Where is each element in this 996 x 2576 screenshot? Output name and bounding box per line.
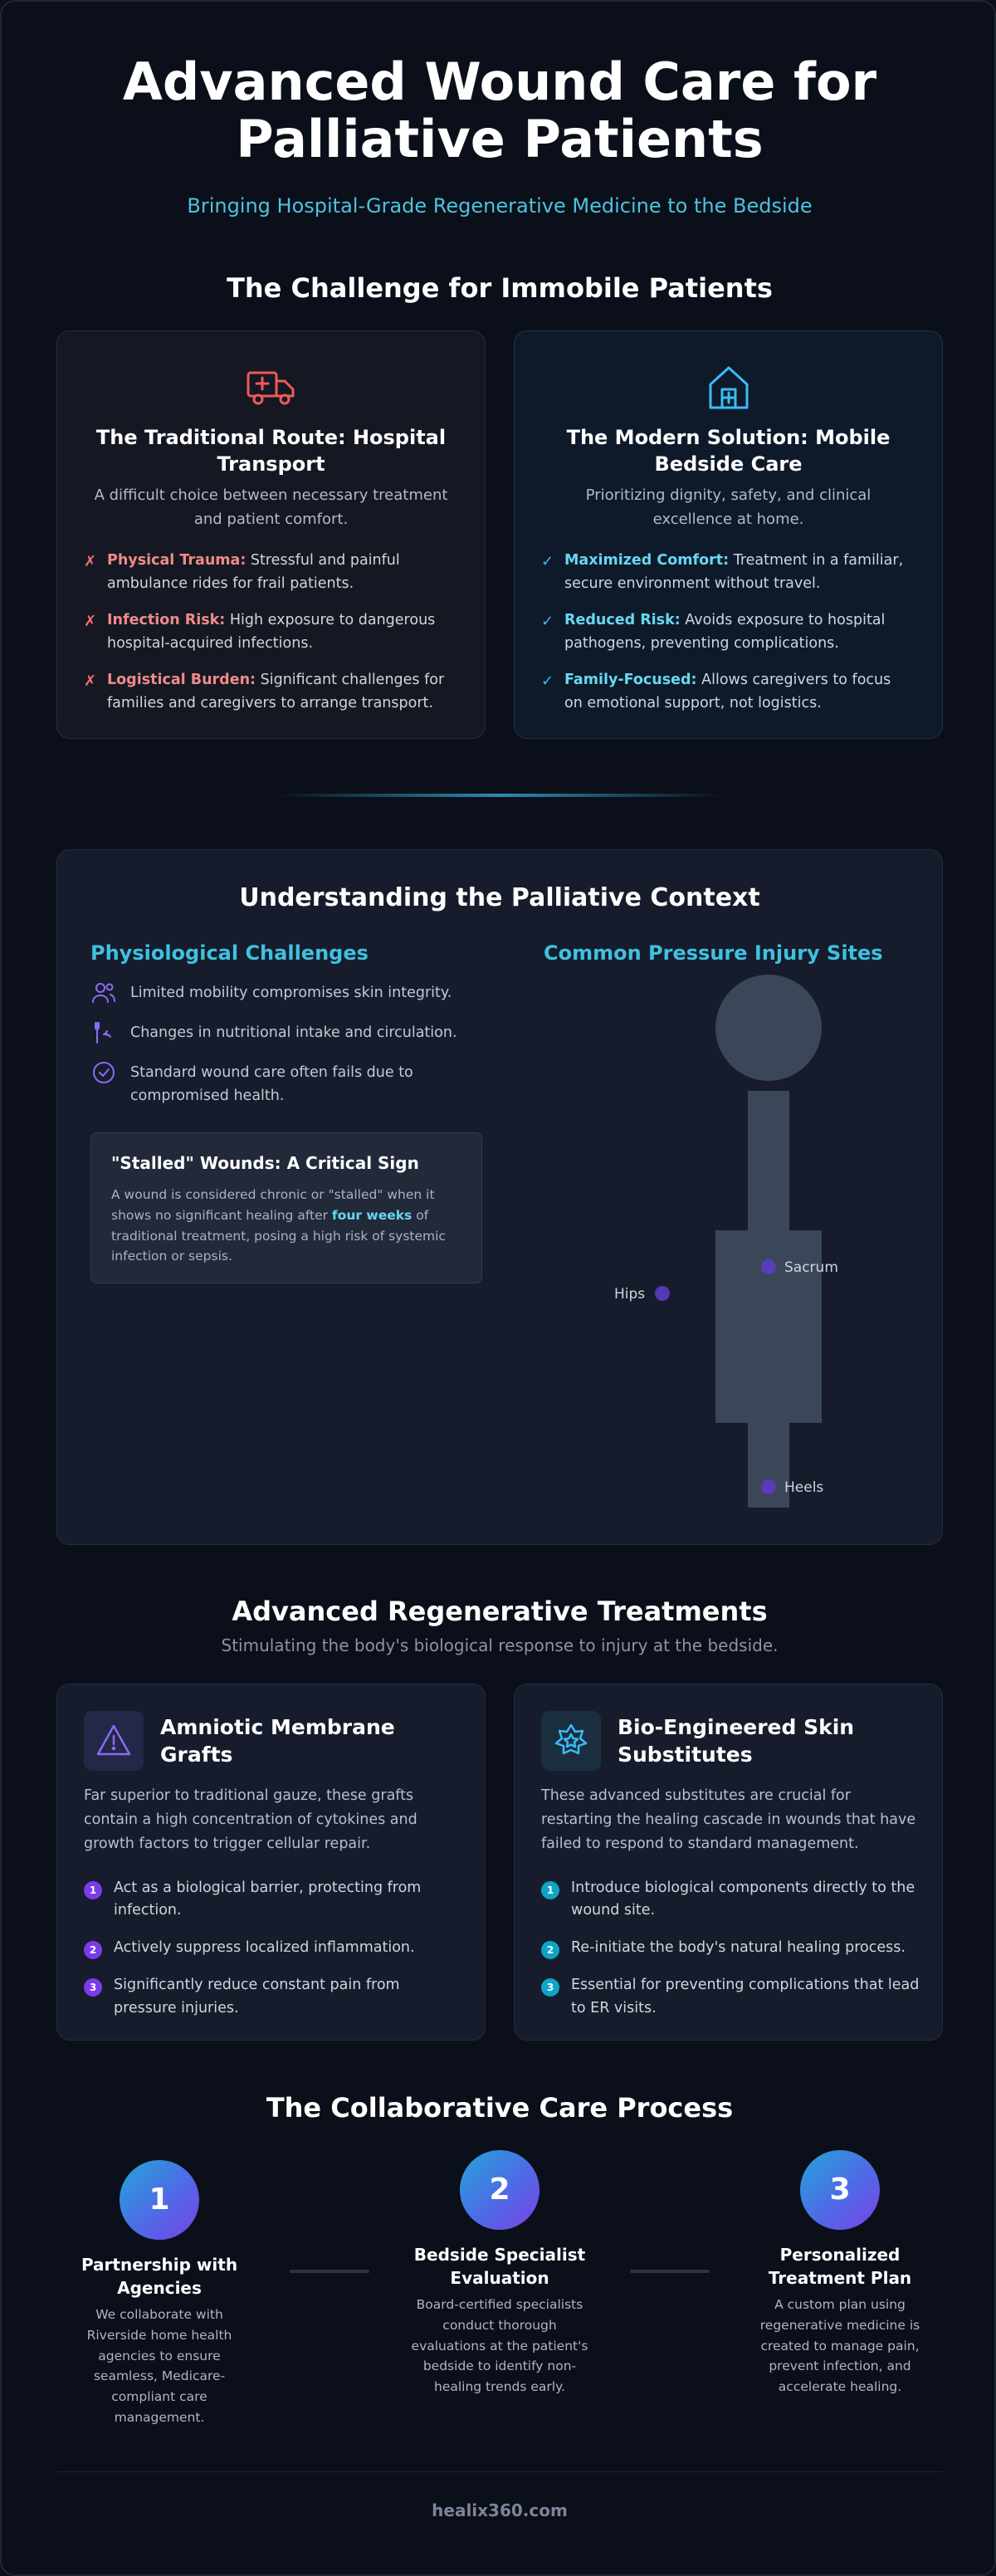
step-connector bbox=[290, 2270, 369, 2273]
phys-item: Standard wound care often fails due to c… bbox=[90, 1061, 481, 1107]
cross-icon: ✗ bbox=[84, 553, 97, 570]
check-icon: ✓ bbox=[541, 553, 554, 570]
phys-item: Limited mobility compromises skin integr… bbox=[90, 981, 481, 1006]
home-medical-icon bbox=[709, 366, 748, 409]
step-number: 2 bbox=[460, 2150, 540, 2230]
number-badge: 2 bbox=[84, 1941, 102, 1960]
star-badge-icon bbox=[554, 1723, 588, 1755]
bio-title: Bio-Engineered Skin Substitutes bbox=[618, 1715, 855, 1767]
traditional-route-card: The Traditional Route: Hospital Transpor… bbox=[56, 330, 486, 739]
list-item: ✗Physical Trauma: Stressful and painful … bbox=[84, 552, 400, 592]
step-text: A custom plan using regenerative medicin… bbox=[759, 2297, 920, 2395]
page-subtitle: Bringing Hospital-Grade Regenerative Med… bbox=[187, 194, 813, 218]
title-line-2: Palliative Patients bbox=[236, 109, 764, 170]
context-title: Understanding the Palliative Context bbox=[239, 883, 760, 912]
amnio-desc: Far superior to traditional gauze, these… bbox=[84, 1787, 417, 1852]
page-title: Advanced Wound Care for Palliative Patie… bbox=[2, 51, 994, 170]
stalled-wounds-callout: "Stalled" Wounds: A Critical Sign A woun… bbox=[90, 1132, 482, 1283]
warning-triangle-icon bbox=[96, 1724, 131, 1756]
skin-substitutes-card: Bio-Engineered Skin Substitutes These ad… bbox=[514, 1684, 943, 2041]
users-icon bbox=[92, 983, 115, 1003]
physiological-challenges-title: Physiological Challenges bbox=[90, 941, 369, 965]
bio-desc: These advanced substitutes are crucial f… bbox=[541, 1787, 916, 1852]
body-head bbox=[715, 975, 822, 1081]
list-item: ✗Infection Risk: High exposure to danger… bbox=[84, 612, 436, 652]
challenge-section-title: The Challenge for Immobile Patients bbox=[227, 272, 773, 304]
phys-item: Changes in nutritional intake and circul… bbox=[90, 1021, 481, 1046]
step-title: Partnership with Agencies bbox=[81, 2255, 238, 2298]
footer-website[interactable]: healix360.com bbox=[432, 2500, 568, 2520]
modern-solution-card: The Modern Solution: Mobile Bedside Care… bbox=[514, 330, 943, 739]
process-step-3: 3 Personalized Treatment Plan A custom p… bbox=[715, 2150, 964, 2399]
number-badge: 1 bbox=[541, 1881, 559, 1899]
list-item: ✓Reduced Risk: Avoids exposure to hospit… bbox=[541, 612, 886, 652]
hips-label: Hips bbox=[614, 1286, 645, 1303]
process-step-2: 2 Bedside Specialist Evaluation Board-ce… bbox=[375, 2150, 624, 2399]
cross-icon: ✗ bbox=[84, 672, 97, 690]
modern-card-desc: Prioritizing dignity, safety, and clinic… bbox=[585, 486, 872, 528]
list-item: ✓Family-Focused: Allows caregivers to fo… bbox=[541, 672, 891, 711]
step-text: We collaborate with Riverside home healt… bbox=[86, 2307, 232, 2425]
section-divider bbox=[276, 794, 724, 797]
treatments-subtitle: Stimulating the body's biological respon… bbox=[221, 1635, 779, 1655]
heels-marker bbox=[761, 1479, 776, 1494]
bio-icon-tile bbox=[541, 1711, 601, 1771]
number-badge: 3 bbox=[84, 1978, 102, 1997]
pressure-sites-diagram: Sacrum Hips Heels bbox=[614, 975, 838, 1508]
step-connector bbox=[630, 2270, 710, 2273]
number-badge: 2 bbox=[541, 1941, 559, 1960]
step-number: 1 bbox=[120, 2160, 199, 2240]
ambulance-icon bbox=[247, 371, 294, 405]
pressure-sites-title: Common Pressure Injury Sites bbox=[544, 941, 883, 965]
check-badge-icon bbox=[93, 1062, 115, 1083]
step-title: Bedside Specialist Evaluation bbox=[413, 2245, 586, 2288]
traditional-risk-list: ✗Physical Trauma: Stressful and painful … bbox=[84, 549, 455, 728]
process-step-1: 1 Partnership with Agencies We collabora… bbox=[35, 2160, 284, 2425]
step-title: Personalized Treatment Plan bbox=[768, 2245, 912, 2288]
modern-card-title: The Modern Solution: Mobile Bedside Care bbox=[566, 426, 891, 477]
number-badge: 3 bbox=[541, 1978, 559, 1997]
footer-divider bbox=[56, 2471, 943, 2472]
cross-icon: ✗ bbox=[84, 613, 97, 630]
stalled-title: "Stalled" Wounds: A Critical Sign bbox=[111, 1153, 419, 1173]
heels-label: Heels bbox=[784, 1479, 823, 1496]
stalled-text: A wound is considered chronic or "stalle… bbox=[111, 1187, 446, 1264]
traditional-card-title: The Traditional Route: Hospital Transpor… bbox=[95, 426, 447, 477]
palliative-context-panel: Understanding the Palliative Context Phy… bbox=[56, 849, 943, 1545]
amniotic-grafts-card: Amniotic Membrane Grafts Far superior to… bbox=[56, 1684, 486, 2041]
amnio-icon-tile bbox=[84, 1711, 144, 1771]
body-neck-torso bbox=[748, 1091, 789, 1232]
sacrum-marker bbox=[761, 1259, 776, 1274]
check-icon: ✓ bbox=[541, 613, 554, 630]
list-item: ✗Logistical Burden: Significant challeng… bbox=[84, 672, 445, 711]
nutrition-icon bbox=[95, 1022, 111, 1044]
body-legs bbox=[748, 1421, 789, 1508]
check-icon: ✓ bbox=[541, 672, 554, 690]
step-text: Board-certified specialists conduct thor… bbox=[411, 2297, 588, 2395]
number-badge: 1 bbox=[84, 1881, 102, 1899]
step-number: 3 bbox=[800, 2150, 880, 2230]
list-item: ✓Maximized Comfort: Treatment in a famil… bbox=[541, 552, 904, 592]
traditional-card-desc: A difficult choice between necessary tre… bbox=[94, 486, 448, 528]
sacrum-label: Sacrum bbox=[784, 1259, 838, 1276]
modern-benefit-list: ✓Maximized Comfort: Treatment in a famil… bbox=[541, 549, 912, 728]
amnio-title: Amniotic Membrane Grafts bbox=[160, 1715, 395, 1767]
treatments-section-title: Advanced Regenerative Treatments bbox=[232, 1596, 768, 1627]
process-section-title: The Collaborative Care Process bbox=[266, 2092, 734, 2124]
hips-marker bbox=[655, 1286, 670, 1301]
title-line-1: Advanced Wound Care for bbox=[122, 51, 877, 112]
